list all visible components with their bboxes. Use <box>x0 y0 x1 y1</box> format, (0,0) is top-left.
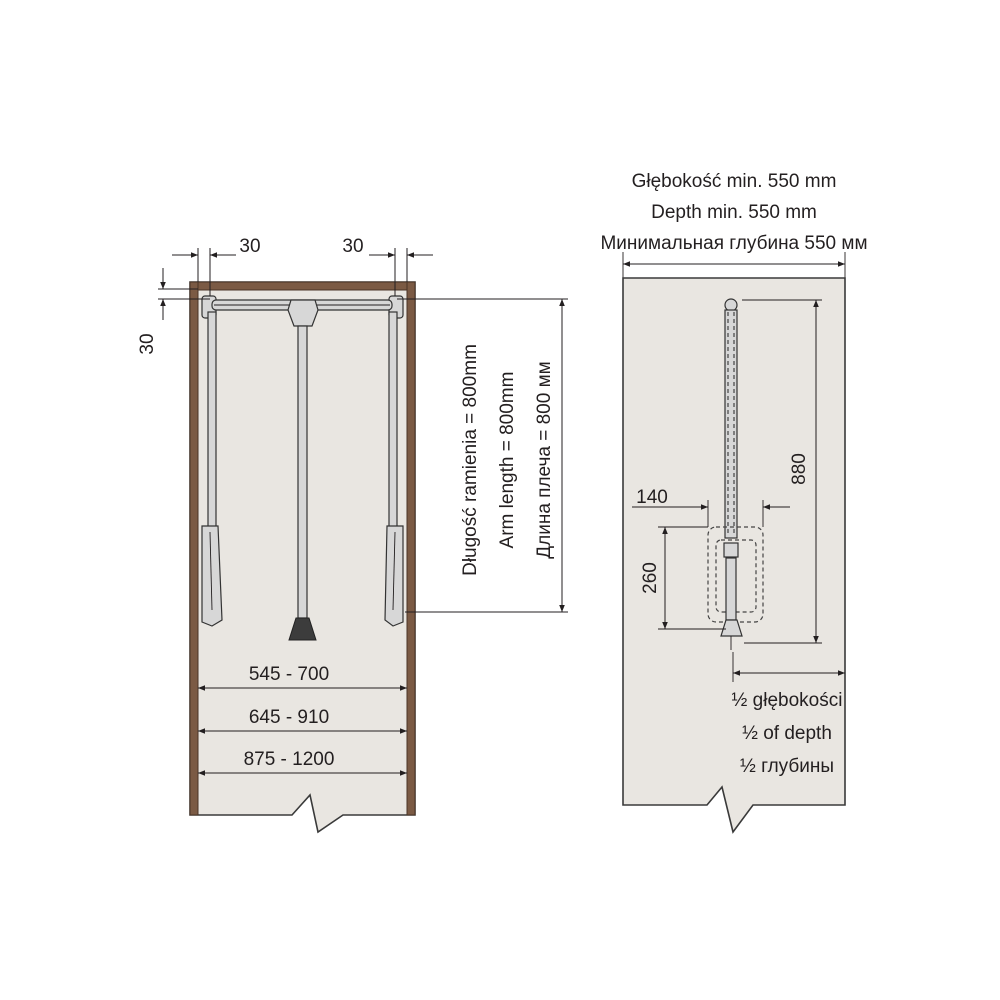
arm-length-pl: Długość ramienia = 800mm <box>460 344 481 576</box>
width-range-1: 545 - 700 <box>249 664 329 685</box>
arm-length-ru: Длина плеча = 800 мм <box>534 361 555 558</box>
side-rod <box>724 309 738 539</box>
side-pull-handle <box>720 619 743 637</box>
arm-length-en: Arm length = 800mm <box>497 372 518 549</box>
rail-center-joint <box>287 299 319 327</box>
left-piston-housing <box>201 525 223 627</box>
pull-rod <box>297 325 308 619</box>
half-depth-ru: ½ глубины <box>740 756 834 777</box>
depth-caption-pl: Głębokość min. 550 mm <box>632 171 837 192</box>
right-side-panel <box>406 281 416 816</box>
depth-caption-ru: Минимальная глубина 550 мм <box>600 233 867 254</box>
side-view: Głębokość min. 550 mm Depth min. 550 mm … <box>600 171 868 834</box>
left-side-panel <box>189 281 199 816</box>
dim-right-gap: 30 <box>342 236 363 257</box>
height-total: 880 <box>789 453 810 485</box>
left-arm <box>207 311 217 533</box>
right-arm <box>388 311 398 533</box>
width-range-2: 645 - 910 <box>249 707 329 728</box>
head-width: 140 <box>636 487 668 508</box>
front-view: 30 30 30 Długość ramienia = 800mm Arm le… <box>137 236 568 834</box>
half-depth-en: ½ of depth <box>742 723 832 744</box>
rod-top-pivot <box>724 298 738 312</box>
head-bracket <box>723 542 739 558</box>
head-height: 260 <box>640 562 661 594</box>
top-panel <box>197 281 408 291</box>
half-depth-pl: ½ głębokości <box>732 690 843 711</box>
width-range-3: 875 - 1200 <box>244 749 335 770</box>
dim-top-gap: 30 <box>137 333 158 354</box>
pull-handle <box>288 617 317 641</box>
dim-left-gap: 30 <box>239 236 260 257</box>
depth-caption-en: Depth min. 550 mm <box>651 202 817 223</box>
